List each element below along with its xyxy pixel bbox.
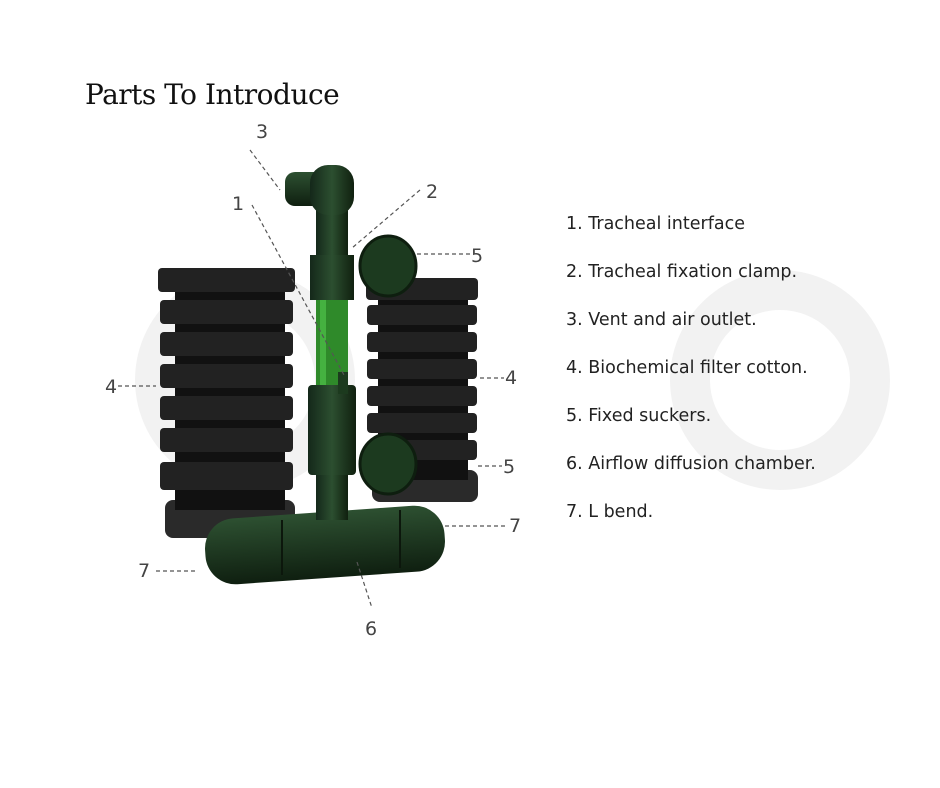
callout-3: 3 — [256, 121, 268, 143]
callout-5b: 5 — [503, 456, 515, 478]
suckers — [358, 234, 418, 496]
part-item: 2. Tracheal fixation clamp. — [566, 262, 798, 282]
part-item: 4. Biochemical filter cotton. — [566, 358, 808, 378]
part-item: 1. Tracheal interface — [566, 214, 745, 234]
air-lift-tube — [285, 165, 356, 520]
diffusion-chamber — [205, 505, 445, 585]
left-sponge — [158, 268, 295, 538]
callout-7a: 7 — [509, 515, 521, 537]
callout-labels: 3 1 2 5 4 4 5 7 7 6 — [105, 121, 521, 640]
page-title: Parts To Introduce — [85, 78, 340, 111]
callout-4a: 4 — [105, 376, 117, 398]
part-item: 7. L bend. — [566, 502, 654, 522]
leader-lines — [118, 149, 508, 609]
callout-4b: 4 — [505, 367, 517, 389]
callout-2: 2 — [426, 181, 438, 203]
parts-list: 1. Tracheal interface 2. Tracheal fixati… — [566, 212, 816, 548]
part-item: 3. Vent and air outlet. — [566, 310, 757, 330]
part-item: 5. Fixed suckers. — [566, 406, 712, 426]
callout-1: 1 — [232, 193, 244, 215]
callout-7b: 7 — [138, 560, 150, 582]
callout-5a: 5 — [471, 245, 483, 267]
callout-6: 6 — [365, 618, 377, 640]
part-item: 6. Airflow diffusion chamber. — [566, 454, 816, 474]
